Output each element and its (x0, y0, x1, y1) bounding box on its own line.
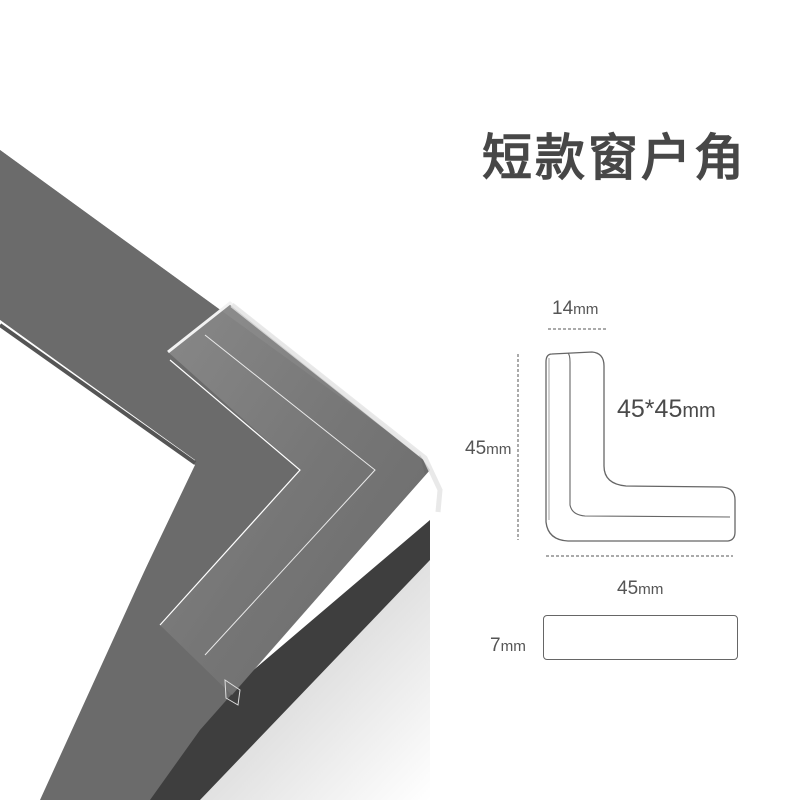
dimension-value: 45 (465, 438, 487, 459)
dimension-unit: mm (573, 301, 599, 318)
dimension-value: 45*45 (617, 395, 683, 423)
dimension-height-side: 45mm (465, 438, 511, 460)
dimension-value: 7 (490, 635, 501, 656)
dimension-width-top: 14mm (552, 298, 598, 320)
dimension-unit: mm (486, 441, 512, 458)
dimension-unit: mm (638, 581, 664, 598)
page-title: 短款窗户角 (482, 129, 747, 187)
dimension-value: 14 (552, 298, 574, 319)
dimension-value: 45 (617, 578, 639, 599)
dimension-unit: mm (500, 638, 526, 655)
dimension-thickness: 7mm (490, 635, 526, 657)
dimension-width-bottom: 45mm (617, 578, 663, 600)
dimension-overall: 45*45mm (617, 395, 716, 424)
dimension-unit: mm (682, 400, 716, 422)
thickness-profile-box (543, 615, 738, 660)
